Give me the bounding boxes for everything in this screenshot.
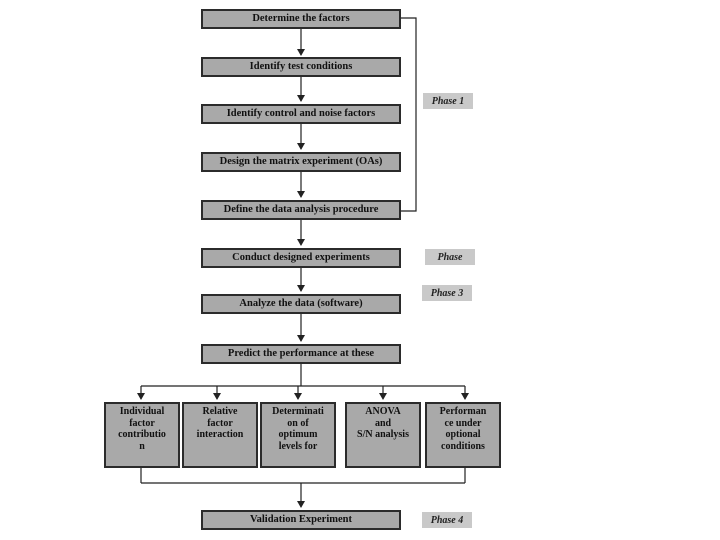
step-predict-performance: Predict the performance at these — [201, 344, 401, 364]
step-identify-control-noise: Identify control and noise factors — [201, 104, 401, 124]
output-anova-sn: ANOVA and S/N analysis — [345, 402, 421, 468]
step-determine-factors: Determine the factors — [201, 9, 401, 29]
phase-4-label: Phase 4 — [422, 512, 472, 528]
step-analyze-data: Analyze the data (software) — [201, 294, 401, 314]
phase-2-label: Phase — [425, 249, 475, 265]
step-conduct-experiments: Conduct designed experiments — [201, 248, 401, 268]
step-identify-test-conditions: Identify test conditions — [201, 57, 401, 77]
step-define-analysis: Define the data analysis procedure — [201, 200, 401, 220]
phase-1-label: Phase 1 — [423, 93, 473, 109]
phase-1-bracket — [401, 17, 417, 212]
step-validation-experiment: Validation Experiment — [201, 510, 401, 530]
output-relative-factor: Relative factor interaction — [182, 402, 258, 468]
output-individual-factor: Individual factor contributio n — [104, 402, 180, 468]
output-optimum-levels: Determinati on of optimum levels for — [260, 402, 336, 468]
output-performance-optional: Performan ce under optional conditions — [425, 402, 501, 468]
step-design-matrix: Design the matrix experiment (OAs) — [201, 152, 401, 172]
phase-3-label: Phase 3 — [422, 285, 472, 301]
